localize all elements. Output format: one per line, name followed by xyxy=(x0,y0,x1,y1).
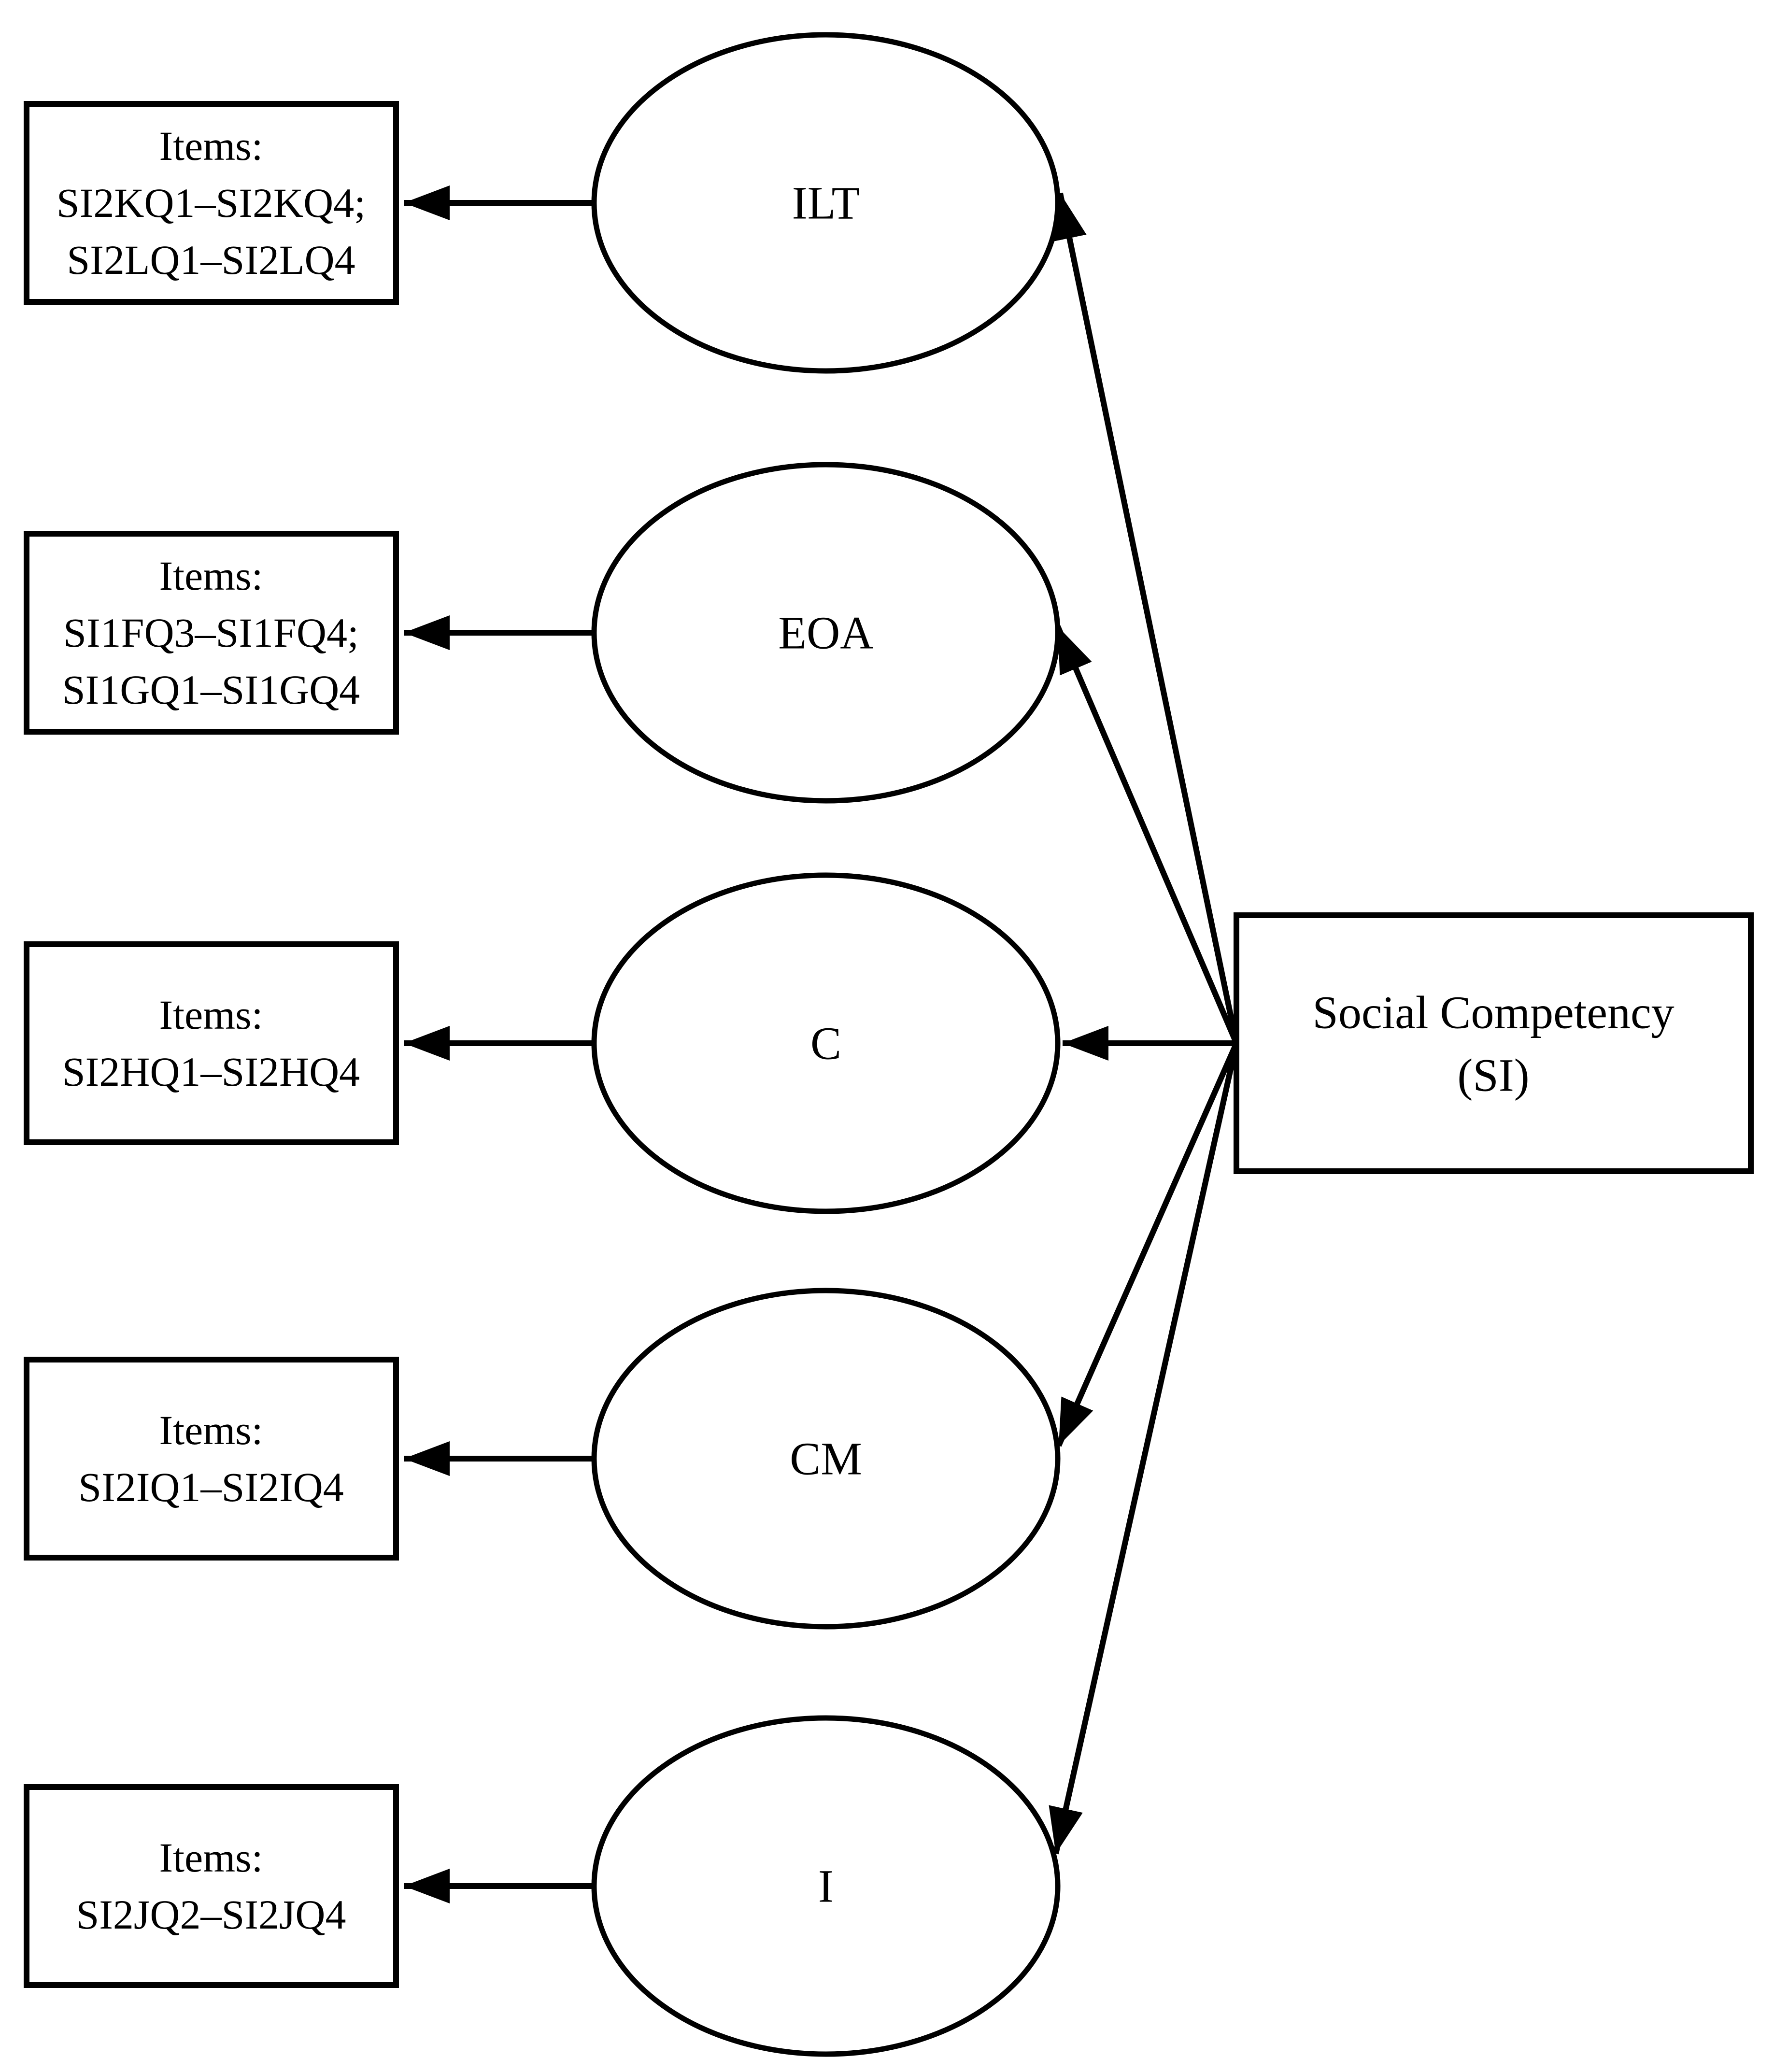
items-box-cm-line1: Items: xyxy=(159,1407,263,1453)
items-box-c xyxy=(24,941,399,1145)
items-box-i-line2: SI2JQ2–SI2JQ4 xyxy=(76,1891,346,1938)
items-box-ilt-line1: Items: xyxy=(159,123,263,169)
path-arrow-si-to-i xyxy=(1049,1042,1239,1855)
social-competency-box xyxy=(1234,912,1754,1174)
items-box-eoa xyxy=(24,531,399,735)
factor-ellipse-cm xyxy=(591,1288,1061,1630)
items-box-i xyxy=(24,1784,399,1988)
path-arrow-si-to-eoa xyxy=(1055,625,1239,1045)
items-box-c-line1: Items: xyxy=(159,992,263,1038)
factor-ellipse-eoa xyxy=(591,462,1061,804)
social-competency-label-line1: Social Competency xyxy=(1312,987,1674,1038)
social-competency-label-line2: (SI) xyxy=(1457,1050,1529,1101)
factor-label-c: C xyxy=(810,1018,841,1069)
path-arrow-si-to-cm xyxy=(1056,1042,1239,1447)
factor-label-cm: CM xyxy=(790,1433,862,1485)
items-box-ilt-line2: SI2KQ1–SI2KQ4; xyxy=(57,180,366,226)
items-box-eoa-line1: Items: xyxy=(159,553,263,599)
path-arrow-si-to-ilt xyxy=(1052,192,1239,1044)
items-box-ilt xyxy=(24,101,399,305)
items-box-c-line2: SI2HQ1–SI2HQ4 xyxy=(62,1049,360,1095)
items-box-i-line1: Items: xyxy=(159,1834,263,1881)
items-box-eoa-line2: SI1FQ3–SI1FQ4; xyxy=(63,610,359,656)
items-box-cm xyxy=(24,1357,399,1561)
factor-ellipse-i xyxy=(591,1715,1061,2057)
items-box-ilt-line3: SI2LQ1–SI2LQ4 xyxy=(67,237,355,283)
factor-label-ilt: ILT xyxy=(792,177,860,229)
factor-ellipse-ilt xyxy=(591,32,1061,374)
factor-ellipse-c xyxy=(591,872,1061,1214)
items-box-cm-line2: SI2IQ1–SI2IQ4 xyxy=(78,1464,343,1510)
items-box-eoa-line3: SI1GQ1–SI1GQ4 xyxy=(62,667,360,713)
factor-label-eoa: EOA xyxy=(778,607,873,659)
factor-label-i: I xyxy=(818,1860,834,1912)
